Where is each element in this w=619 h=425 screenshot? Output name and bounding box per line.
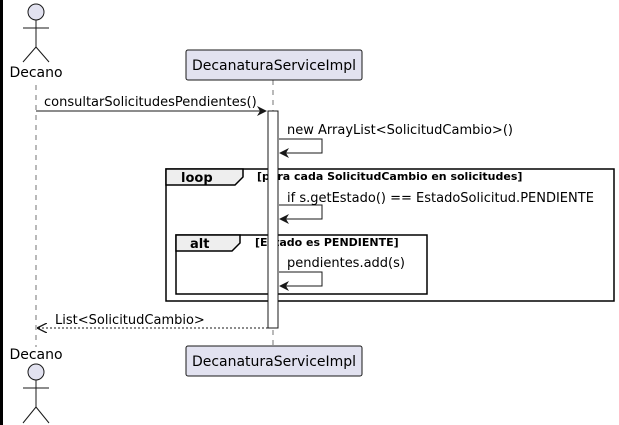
message-2-label: new ArrayList<SolicitudCambio>() <box>287 123 513 138</box>
message-5-label: List<SolicitudCambio> <box>55 313 205 328</box>
window-edge <box>0 0 3 425</box>
loop-frame: loop [para cada SolicitudCambio en solic… <box>165 168 615 302</box>
message-1-label: consultarSolicitudesPendientes() <box>44 95 257 110</box>
participant-bottom-label: DecanaturaServiceImpl <box>192 354 356 370</box>
actor-bottom-label: Decano <box>9 347 62 363</box>
message-2-arrow <box>279 138 323 158</box>
participant-bottom: DecanaturaServiceImpl <box>185 345 363 377</box>
activation-bar <box>267 110 279 329</box>
actor-top: Decano <box>9 3 63 81</box>
alt-frame: alt [Estado es PENDIENTE] <box>175 234 428 295</box>
alt-guard: [Estado es PENDIENTE] <box>255 236 399 249</box>
message-3-arrow <box>279 204 323 224</box>
actor-bottom: Decano <box>9 347 63 424</box>
participant-top: DecanaturaServiceImpl <box>185 49 363 81</box>
actor-top-label: Decano <box>9 65 62 81</box>
participant-top-label: DecanaturaServiceImpl <box>192 58 356 74</box>
loop-keyword: loop <box>181 171 213 186</box>
message-4-label: pendientes.add(s) <box>287 256 405 271</box>
message-3-label: if s.getEstado() == EstadoSolicitud.PEND… <box>287 191 594 206</box>
loop-guard: [para cada SolicitudCambio en solicitude… <box>257 170 522 183</box>
message-4-arrow <box>279 271 323 291</box>
alt-keyword: alt <box>190 237 209 252</box>
